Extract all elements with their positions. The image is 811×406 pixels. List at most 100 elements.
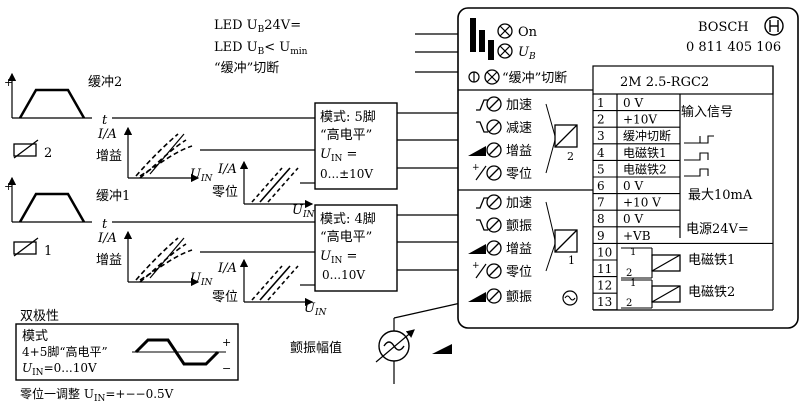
ramp-down-icon: [476, 219, 488, 231]
bipolar-section: 双极性 模式 4+5脚“高电平” UIN=0...10V + − 零位一调整 U…: [15, 309, 239, 404]
terminal-number: 10: [597, 245, 612, 259]
pot-decel-2[interactable]: 减速: [476, 119, 532, 136]
svg-text:1: 1: [630, 247, 636, 258]
svg-text:模式: 4脚: 模式: 4脚: [320, 211, 376, 227]
part-number: 0 811 405 106: [686, 40, 781, 55]
svg-text:2: 2: [567, 150, 574, 163]
svg-text:+: +: [4, 76, 13, 89]
label-power: 电源24V=: [686, 222, 749, 237]
pot-zero-2[interactable]: + 零位: [472, 163, 532, 182]
channel-2-controls: 加速 减速 增益 + 零位 2: [468, 96, 578, 182]
terminal-number: 8: [597, 212, 605, 226]
gain-label-2: 增益: [96, 149, 122, 164]
terminal-number: 12: [597, 279, 612, 293]
led-on: On: [497, 23, 538, 40]
svg-text:t: t: [102, 113, 108, 128]
signal-buffer-off: “缓冲”切断: [214, 61, 279, 76]
terminal-value: +10 V: [623, 196, 661, 210]
svg-text:0...±10V: 0...±10V: [320, 167, 373, 181]
terminal-value: 0 V: [623, 179, 643, 193]
svg-text:UIN =: UIN =: [320, 147, 357, 164]
zero-graph-2: I/A 零位 UIN: [212, 160, 316, 220]
terminal-number: 5: [597, 162, 605, 176]
zero-label-1: 零位: [212, 290, 238, 305]
pot-accel-2[interactable]: 加速: [476, 96, 532, 113]
terminal-value: 0 V: [623, 96, 643, 110]
terminal-number: 6: [597, 179, 605, 193]
label-max-current: 最大10mA: [688, 188, 753, 203]
svg-text:I/A: I/A: [217, 162, 237, 177]
svg-text:LED UB< Umin: LED UB< Umin: [214, 40, 308, 57]
pot-zero-1[interactable]: + 零位: [472, 261, 532, 280]
svg-text:颤振: 颤振: [506, 290, 532, 305]
terminal-number: 4: [597, 146, 605, 160]
terminal-value: 缓冲切断: [623, 128, 671, 143]
svg-text:I/A: I/A: [97, 231, 117, 246]
svg-text:UIN: UIN: [304, 301, 328, 318]
svg-text:I/A: I/A: [97, 127, 117, 142]
svg-text:UB: UB: [518, 45, 536, 62]
svg-text:1: 1: [568, 254, 575, 267]
solenoid-coil-1: 1 2: [621, 247, 681, 279]
svg-text:“高电平”: “高电平”: [320, 229, 372, 245]
terminal-value: 电磁铁2: [623, 161, 667, 176]
ramp-up-icon: [476, 197, 488, 209]
valve-coil-icon: [554, 229, 578, 253]
pot-accel-1[interactable]: 加速: [476, 194, 532, 211]
svg-text:UIN =: UIN =: [320, 249, 357, 266]
svg-text:t: t: [102, 217, 108, 232]
terminal-value: +VB: [623, 229, 651, 243]
mode-box-4: 模式: 4脚 “高电平” UIN = 0...10V: [314, 204, 398, 292]
gain-graph-1: I/A 增益 UIN: [96, 230, 214, 288]
pot-dither-amp[interactable]: 颤振: [468, 288, 578, 306]
svg-text:+: +: [472, 261, 480, 271]
pulse-icon: [684, 152, 709, 161]
bosch-logo-icon: [764, 16, 784, 36]
svg-text:颤振幅值: 颤振幅值: [290, 340, 342, 356]
terminal-number: 3: [597, 129, 605, 143]
ramp-up-icon: [476, 99, 488, 111]
gain-wedge-icon: [468, 244, 486, 254]
svg-text:2: 2: [44, 146, 52, 161]
dither-wedge-icon: [468, 292, 486, 302]
svg-text:On: On: [518, 25, 538, 40]
brand-name: BOSCH: [698, 20, 749, 35]
signal-led-ub-min: LED UB< Umin: [214, 40, 308, 57]
device-model: 2M 2.5-RGC2: [620, 75, 709, 90]
svg-text:1: 1: [630, 278, 636, 289]
pot-gain-1[interactable]: 增益: [468, 240, 532, 257]
zero-label-2: 零位: [212, 185, 238, 200]
svg-text:UIN=0...10V: UIN=0...10V: [22, 361, 97, 378]
pot-gain-2[interactable]: 增益: [468, 142, 532, 159]
terminal-value: 电磁铁1: [623, 145, 667, 160]
pulse-icon: [684, 168, 709, 177]
lamp-icon: [497, 23, 513, 39]
ramp-graph-2: + 缓冲2 t 2: [4, 72, 122, 161]
label-input-signal: 输入信号: [681, 104, 733, 120]
dither-wedge-icon: [432, 344, 452, 354]
pot-dither-1[interactable]: 颤振: [476, 217, 532, 234]
svg-text:模式: 模式: [22, 329, 48, 344]
mode-box-5: 模式: 5脚 “高电平” UIN = 0...±10V: [314, 102, 398, 190]
terminal-number: 9: [597, 229, 605, 243]
svg-text:“高电平”: “高电平”: [320, 127, 372, 143]
ramp-down-icon: [476, 121, 488, 133]
terminal-number: 7: [597, 196, 605, 210]
terminal-value: 0 V: [623, 212, 643, 226]
zero-graph-1: I/A 零位 UIN: [212, 258, 328, 318]
lamp-icon: [497, 43, 513, 59]
svg-text:0...10V: 0...10V: [322, 268, 365, 282]
svg-text:+: +: [4, 180, 13, 193]
svg-text:2: 2: [626, 268, 632, 279]
ac-source-icon: [562, 290, 578, 306]
svg-text:UIN: UIN: [292, 203, 316, 220]
svg-text:模式: 5脚: 模式: 5脚: [320, 109, 376, 125]
svg-text:零位: 零位: [506, 167, 532, 182]
ramp-graph-1: + 缓冲1 t 1: [4, 176, 130, 259]
buffer-off-indicator: “缓冲”切断: [468, 69, 567, 86]
terminal-number: 13: [597, 295, 612, 309]
dither-amplitude: 颤振幅值: [290, 318, 452, 384]
